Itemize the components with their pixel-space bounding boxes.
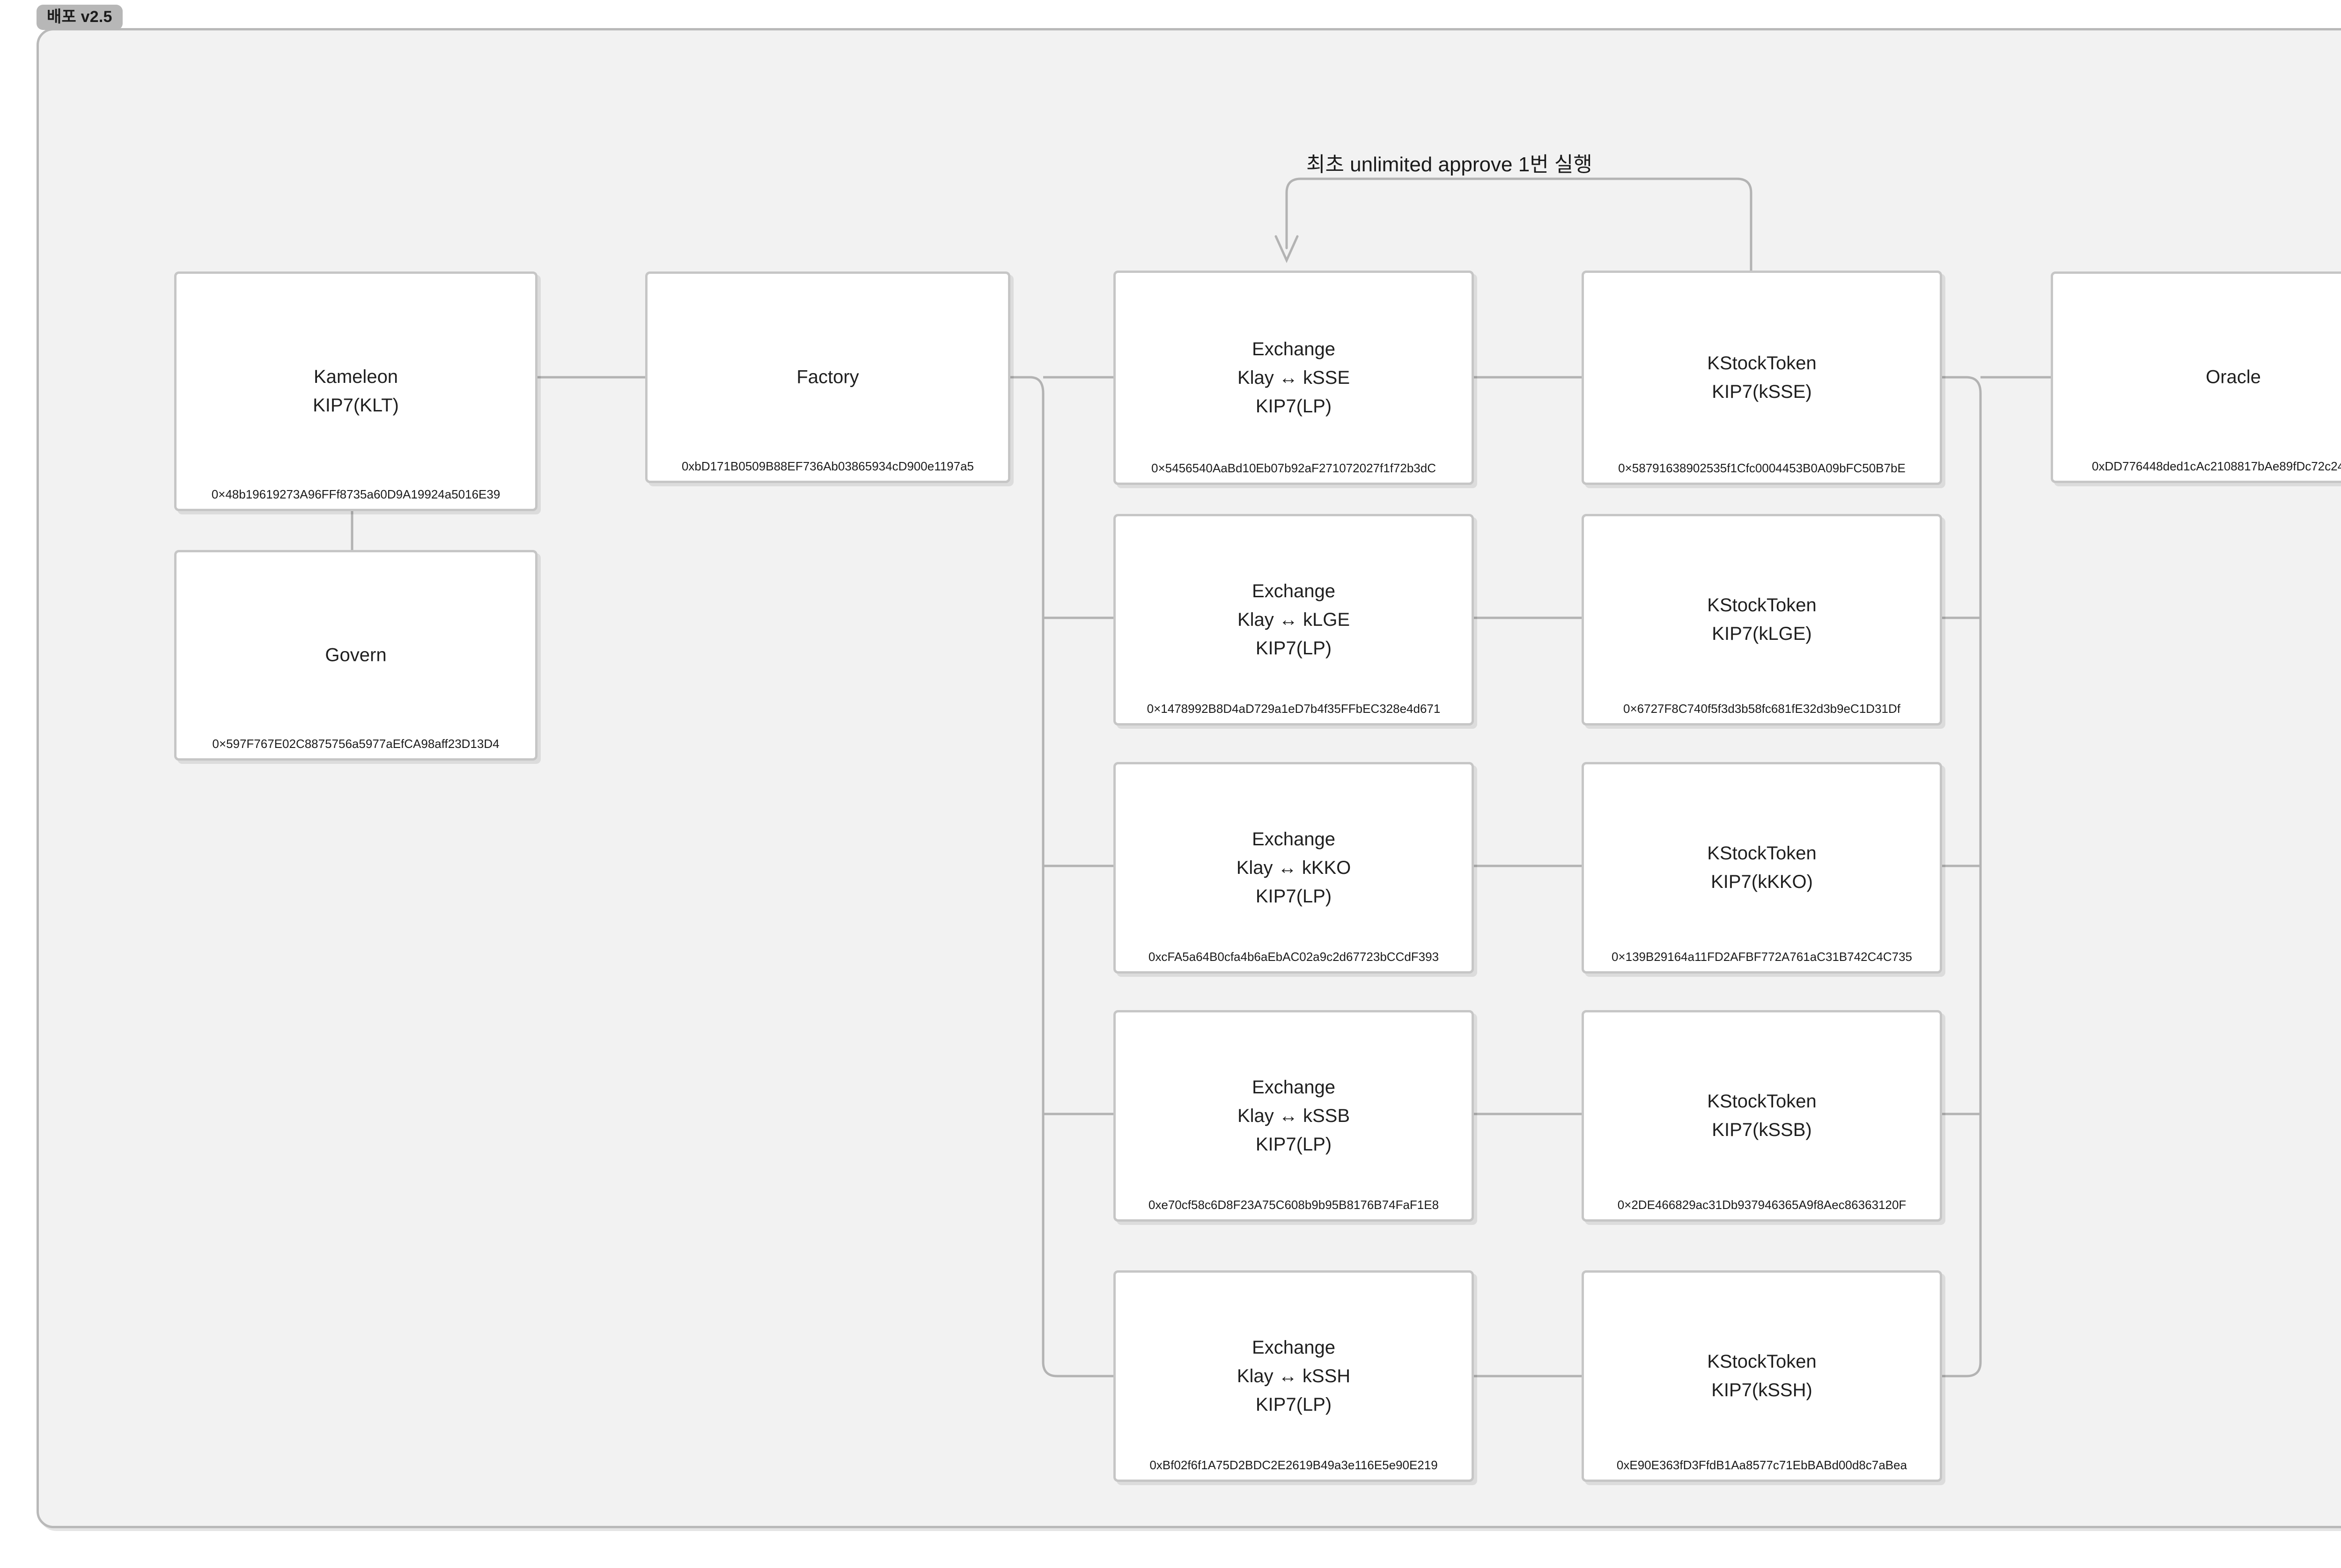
node-factory-address: 0xbD171B0509B88EF736Ab03865934cD900e1197… bbox=[681, 459, 974, 473]
node-token-kkko-address: 0×139B29164a11FD2AFBF772A761aC31B742C4C7… bbox=[1611, 950, 1913, 964]
node-kameleon[interactable]: Kameleon KIP7(KLT) 0×48b19619273A96FFf87… bbox=[174, 271, 537, 511]
node-token-klge[interactable]: KStockToken KIP7(kLGE) 0×6727F8C740f5f3d… bbox=[1582, 514, 1942, 725]
node-govern[interactable]: Govern 0×597F767E02C8875756a5977aEfCA98a… bbox=[174, 550, 537, 761]
annotation-unlimited-approve: 최초 unlimited approve 1번 실행 bbox=[1306, 153, 1592, 176]
node-govern-address: 0×597F767E02C8875756a5977aEfCA98aff23D13… bbox=[212, 737, 500, 751]
node-token-kssb[interactable]: KStockToken KIP7(kSSB) 0×2DE466829ac31Db… bbox=[1582, 1010, 1942, 1222]
node-token-kssb-address: 0×2DE466829ac31Db937946365A9f8Aec8636312… bbox=[1617, 1198, 1907, 1212]
version-badge: 배포 v2.5 bbox=[37, 5, 123, 30]
node-token-ksse[interactable]: KStockToken KIP7(kSSE) 0×58791638902535f… bbox=[1582, 271, 1942, 485]
node-exchange-ksse[interactable]: Exchange Klay ↔ kSSE KIP7(LP) 0×5456540A… bbox=[1113, 271, 1474, 485]
node-exchange-kkko-title: Exchange Klay ↔ kKKO KIP7(LP) bbox=[1236, 828, 1351, 907]
node-exchange-kssh-address: 0xBf02f6f1A75D2BDC2E2619B49a3e116E5e90E2… bbox=[1149, 1458, 1438, 1472]
node-token-kkko[interactable]: KStockToken KIP7(kKKO) 0×139B29164a11FD2… bbox=[1582, 762, 1942, 974]
node-exchange-kssb-address: 0xe70cf58c6D8F23A75C608b9b95B8176B74FaF1… bbox=[1148, 1198, 1439, 1212]
node-token-ksse-title: KStockToken KIP7(kSSE) bbox=[1707, 353, 1817, 402]
node-factory[interactable]: Factory 0xbD171B0509B88EF736Ab03865934cD… bbox=[645, 271, 1010, 483]
node-exchange-ksse-address: 0×5456540AaBd10Eb07b92aF271072027f1f72b3… bbox=[1151, 461, 1436, 475]
node-exchange-klge-address: 0×1478992B8D4aD729a1eD7b4f35FFbEC328e4d6… bbox=[1147, 702, 1441, 716]
node-exchange-kssh[interactable]: Exchange Klay ↔ kSSH KIP7(LP) 0xBf02f6f1… bbox=[1113, 1270, 1474, 1482]
node-govern-title: Govern bbox=[325, 645, 387, 666]
node-token-kssh[interactable]: KStockToken KIP7(kSSH) 0xE90E363fD3FfdB1… bbox=[1582, 1270, 1942, 1482]
node-exchange-kkko-address: 0xcFA5a64B0cfa4b6aEbAC02a9c2d67723bCCdF3… bbox=[1148, 950, 1439, 964]
node-kameleon-address: 0×48b19619273A96FFf8735a60D9A19924a5016E… bbox=[211, 487, 501, 501]
node-factory-title: Factory bbox=[796, 366, 859, 388]
node-exchange-kssb-title: Exchange Klay ↔ kSSB KIP7(LP) bbox=[1237, 1077, 1350, 1155]
node-token-kssh-title: KStockToken KIP7(kSSH) bbox=[1707, 1351, 1817, 1400]
node-exchange-kssb[interactable]: Exchange Klay ↔ kSSB KIP7(LP) 0xe70cf58c… bbox=[1113, 1010, 1474, 1222]
node-exchange-kkko[interactable]: Exchange Klay ↔ kKKO KIP7(LP) 0xcFA5a64B… bbox=[1113, 762, 1474, 974]
node-token-kkko-title: KStockToken KIP7(kKKO) bbox=[1707, 843, 1817, 892]
node-token-ksse-address: 0×58791638902535f1Cfc0004453B0A09bFC50B7… bbox=[1618, 461, 1906, 475]
node-exchange-kssh-title: Exchange Klay ↔ kSSH KIP7(LP) bbox=[1237, 1337, 1351, 1415]
node-exchange-ksse-title: Exchange Klay ↔ kSSE KIP7(LP) bbox=[1237, 338, 1350, 417]
node-token-kssh-address: 0xE90E363fD3FfdB1Aa8577c71EbBABd00d8c7aB… bbox=[1616, 1458, 1907, 1472]
node-token-kssb-title: KStockToken KIP7(kSSB) bbox=[1707, 1091, 1817, 1140]
node-token-klge-address: 0×6727F8C740f5f3d3b58fc681fE32d3b9eC1D31… bbox=[1623, 702, 1900, 716]
node-oracle-address: 0xDD776448ded1cAc2108817bAe89fDc72c24474… bbox=[2091, 459, 2341, 473]
node-exchange-klge[interactable]: Exchange Klay ↔ kLGE KIP7(LP) 0×1478992B… bbox=[1113, 514, 1474, 725]
node-exchange-klge-title: Exchange Klay ↔ kLGE KIP7(LP) bbox=[1237, 580, 1350, 659]
node-oracle[interactable]: Oracle 0xDD776448ded1cAc2108817bAe89fDc7… bbox=[2051, 271, 2341, 483]
node-kameleon-title: Kameleon KIP7(KLT) bbox=[313, 366, 399, 416]
node-oracle-title: Oracle bbox=[2206, 366, 2261, 388]
node-token-klge-title: KStockToken KIP7(kLGE) bbox=[1707, 595, 1817, 644]
